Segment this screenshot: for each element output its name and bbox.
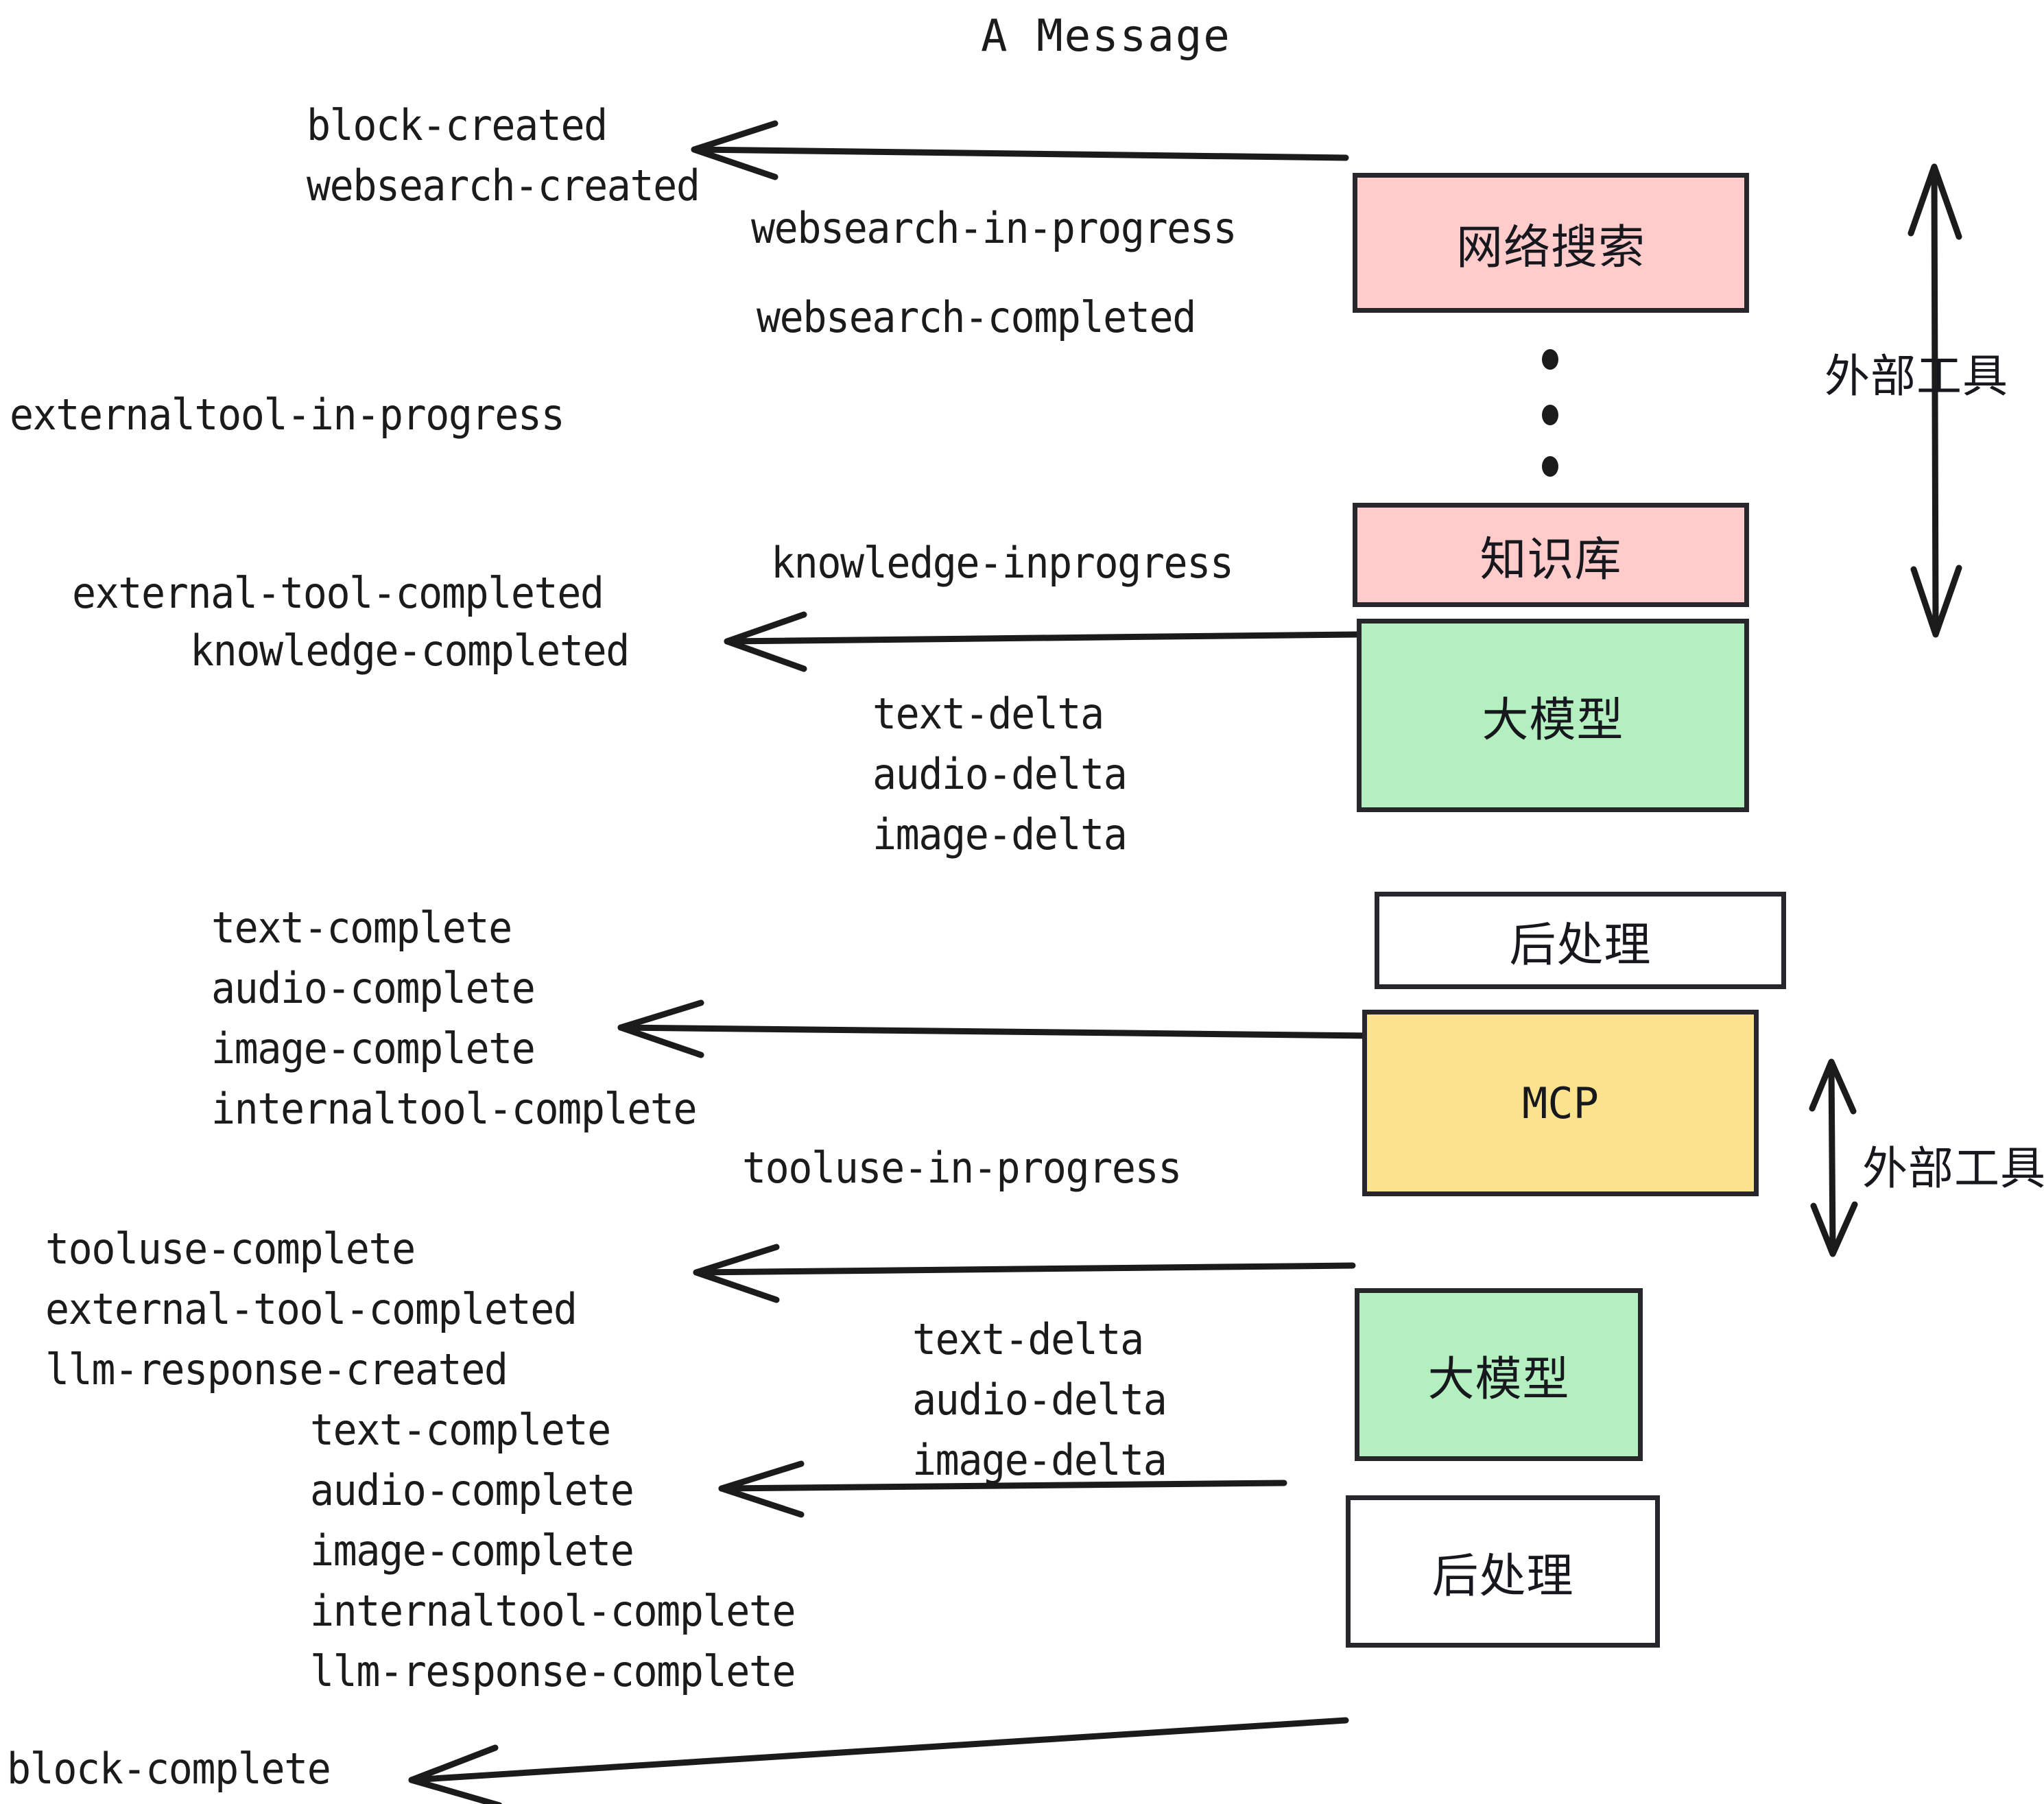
node-postprocess-1-label: 后处理 — [1509, 918, 1652, 973]
node-websearch[interactable]: 网络搜索 — [1353, 173, 1749, 313]
arrowhead-knowledge — [724, 611, 807, 672]
arrow-websearch-to-events — [691, 146, 1349, 161]
node-postprocess-2-label: 后处理 — [1431, 1549, 1574, 1604]
arrow-external-tool-bottom — [1828, 1063, 1836, 1253]
event-text-complete-2: text-complete — [310, 1405, 611, 1455]
event-audio-delta-2: audio-delta — [912, 1375, 1167, 1425]
arrowhead-external-tool-top-down — [1910, 565, 1962, 638]
node-knowledge[interactable]: 知识库 — [1353, 503, 1749, 607]
event-text-delta-1: text-delta — [872, 689, 1104, 739]
event-websearch-in-progress: websearch-in-progress — [751, 203, 1237, 253]
event-image-delta-2: image-delta — [912, 1435, 1167, 1485]
node-llm-2[interactable]: 大模型 — [1355, 1288, 1643, 1461]
event-audio-delta-1: audio-delta — [872, 749, 1128, 799]
event-llm-response-complete: llm-response-complete — [310, 1646, 796, 1696]
event-image-complete-1: image-complete — [211, 1023, 536, 1073]
event-text-delta-2: text-delta — [912, 1314, 1144, 1364]
arrowhead-post1 — [617, 999, 704, 1058]
arrow-knowledge-to-events — [724, 631, 1360, 645]
ellipsis-dot — [1542, 456, 1558, 477]
ellipsis-dot — [1542, 405, 1558, 425]
event-knowledge-completed: knowledge-completed — [190, 626, 630, 676]
arrowhead-external-tool-bottom-up — [1809, 1058, 1857, 1115]
node-llm-1-label: 大模型 — [1482, 693, 1624, 748]
event-llm-response-created: llm-response-created — [45, 1344, 508, 1394]
event-block-complete: block-complete — [7, 1744, 331, 1794]
event-audio-complete-1: audio-complete — [211, 963, 536, 1013]
event-websearch-completed: websearch-completed — [757, 292, 1196, 342]
page-title: A Message — [981, 11, 1231, 62]
event-tooluse-complete: tooluse-complete — [45, 1224, 416, 1274]
node-websearch-label: 网络搜索 — [1455, 220, 1645, 275]
node-postprocess-2[interactable]: 后处理 — [1346, 1495, 1660, 1648]
node-knowledge-label: 知识库 — [1479, 532, 1622, 587]
node-postprocess-1[interactable]: 后处理 — [1375, 892, 1786, 989]
group-label-external-tool-bottom: 外部工具 — [1862, 1142, 2044, 1195]
arrowhead-post2 — [408, 1744, 503, 1804]
event-block-created: block-created — [307, 100, 608, 150]
arrowhead-external-tool-bottom-down — [1810, 1201, 1858, 1257]
node-llm-1[interactable]: 大模型 — [1357, 619, 1749, 812]
ellipsis-dot — [1542, 349, 1558, 370]
event-internaltool-complete-1: internaltool-complete — [211, 1084, 698, 1134]
event-internaltool-complete-2: internaltool-complete — [310, 1586, 796, 1636]
event-text-complete-1: text-complete — [211, 903, 512, 953]
event-image-delta-1: image-delta — [872, 809, 1128, 859]
group-label-external-tool-top: 外部工具 — [1825, 350, 2008, 403]
arrow-mcp-to-events — [693, 1262, 1356, 1276]
node-mcp-label: MCP — [1522, 1078, 1599, 1128]
event-image-complete-2: image-complete — [310, 1526, 634, 1576]
arrowhead-llm2 — [718, 1460, 805, 1518]
event-websearch-created: websearch-created — [307, 161, 700, 211]
event-external-tool-completed-1: external-tool-completed — [72, 568, 604, 618]
event-externaltool-in-progress: externaltool-in-progress — [10, 390, 565, 440]
event-tooluse-in-progress: tooluse-in-progress — [742, 1143, 1182, 1193]
arrowhead-mcp — [693, 1244, 780, 1303]
arrowhead-websearch — [691, 120, 779, 180]
arrowhead-external-tool-top-up — [1908, 163, 1962, 240]
arrow-post2-to-block-complete — [408, 1717, 1349, 1783]
arrow-post1-to-events — [617, 1024, 1375, 1039]
node-llm-2-label: 大模型 — [1427, 1352, 1570, 1407]
event-knowledge-inprogress: knowledge-inprogress — [771, 538, 1234, 588]
event-audio-complete-2: audio-complete — [310, 1465, 634, 1515]
event-external-tool-completed-2: external-tool-completed — [45, 1284, 578, 1334]
node-mcp[interactable]: MCP — [1362, 1010, 1759, 1196]
